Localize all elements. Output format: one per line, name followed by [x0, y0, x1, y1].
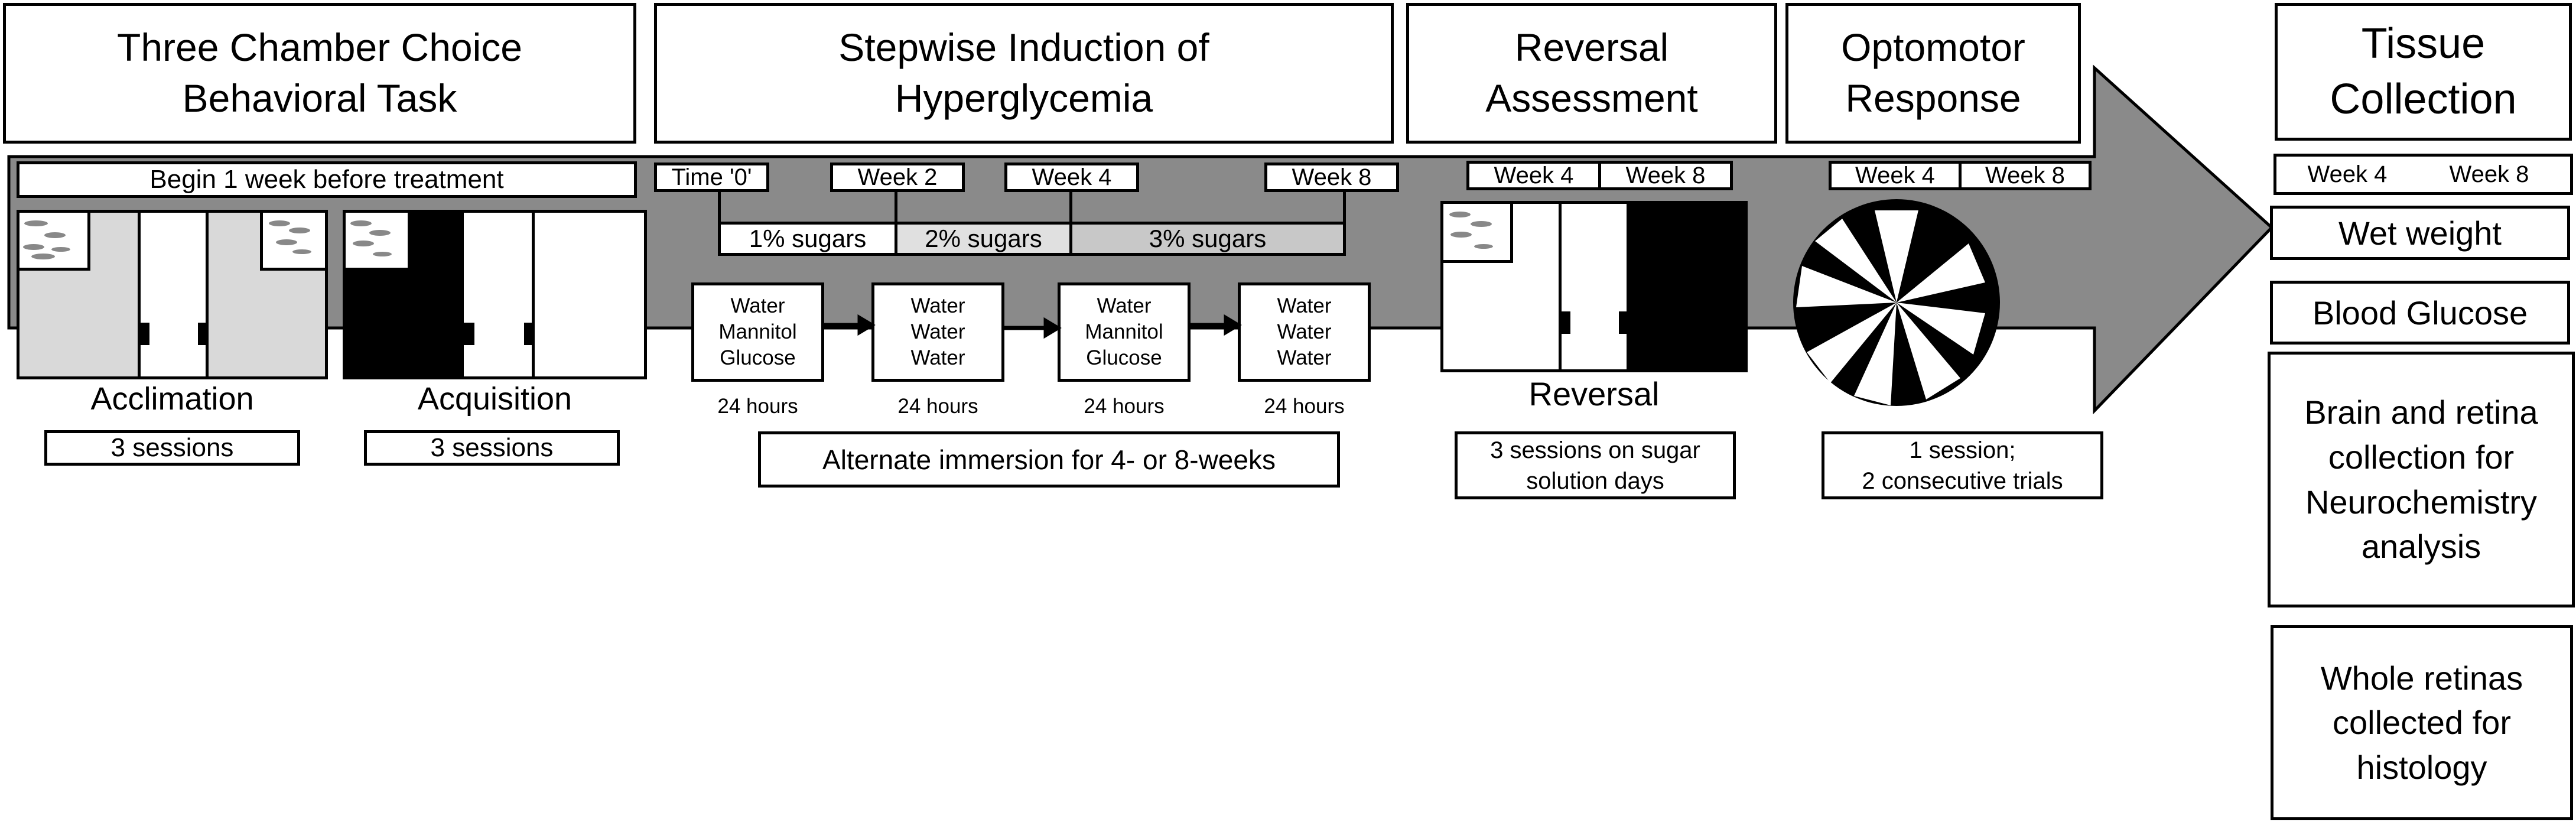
arrowhead-icon: [1043, 317, 1062, 339]
timepoint-week-4: Week 4: [1004, 163, 1139, 192]
chamber-center-compartment: [464, 213, 535, 376]
sugar-3-percent: 3% sugars: [1069, 222, 1346, 256]
header-optomotor: Optomotor Response: [1785, 3, 2081, 144]
acclimation-label: Acclimation: [90, 381, 254, 417]
chamber-door-left: [1560, 311, 1570, 334]
solution-box-1: Water Mannitol Glucose: [691, 282, 824, 382]
fish-group-left: [19, 213, 90, 271]
timepoint-time-0: Time '0': [654, 163, 769, 192]
wet-weight: Wet weight: [2270, 206, 2570, 260]
reversal-week-8: Week 8: [1598, 161, 1733, 190]
fish-icon: [269, 220, 311, 254]
acquisition-sessions: 3 sessions: [364, 430, 620, 466]
chamber-door-left: [139, 323, 149, 345]
alternate-immersion: Alternate immersion for 4- or 8-weeks: [758, 431, 1340, 488]
reversal-chamber: [1440, 201, 1748, 372]
acclimation-chamber: [17, 210, 328, 379]
duration-label-1: 24 hours: [717, 395, 798, 418]
sugar-2-percent: 2% sugars: [895, 222, 1072, 256]
sugar-1-percent: 1% sugars: [718, 222, 897, 256]
header-reversal-assessment: Reversal Assessment: [1406, 3, 1777, 144]
optomotor-week-8: Week 8: [1959, 161, 2092, 190]
acquisition-label: Acquisition: [417, 381, 573, 417]
chamber-center-compartment: [138, 213, 209, 376]
tick-line: [1343, 192, 1346, 223]
fish-group-left: [346, 213, 411, 271]
blood-glucose: Blood Glucose: [2270, 281, 2570, 345]
solution-box-2: Water Water Water: [871, 282, 1004, 382]
acclimation-sessions: 3 sessions: [44, 430, 300, 466]
begin-label: Begin 1 week before treatment: [17, 161, 637, 198]
tick-line: [895, 192, 897, 223]
chamber-door-right: [524, 323, 535, 345]
reversal-week-4: Week 4: [1466, 161, 1601, 190]
optomotor-week-4: Week 4: [1829, 161, 1962, 190]
chamber-door-left: [464, 323, 474, 345]
whole-retinas: Whole retinas collected for histology: [2271, 625, 2573, 820]
optomotor-stripes: [1796, 210, 1985, 405]
duration-label-4: 24 hours: [1264, 395, 1345, 418]
header-tissue-collection: Tissue Collection: [2275, 3, 2572, 141]
timepoint-week-8: Week 8: [1264, 163, 1399, 192]
chamber-door-right: [198, 323, 209, 345]
brain-retina-collection: Brain and retina collection for Neuroche…: [2268, 352, 2575, 607]
header-stepwise-induction: Stepwise Induction of Hyperglycemia: [654, 3, 1394, 144]
tissue-week-4: Week 4: [2307, 161, 2388, 187]
tissue-week-8: Week 8: [2449, 161, 2529, 187]
fish-group-right: [260, 213, 325, 271]
duration-label-2: 24 hours: [897, 395, 978, 418]
fish-icon: [23, 220, 70, 259]
reversal-sessions: 3 sessions on sugar solution days: [1455, 431, 1736, 499]
header-three-chamber: Three Chamber Choice Behavioral Task: [3, 3, 636, 144]
arrowhead-icon: [857, 314, 876, 336]
reversal-label: Reversal: [1528, 375, 1660, 412]
fish-icon: [350, 220, 392, 256]
tick-line: [718, 192, 721, 223]
arrowhead-icon: [1224, 314, 1242, 336]
fish-icon: [1449, 212, 1493, 249]
solution-box-3: Water Mannitol Glucose: [1058, 282, 1191, 382]
tissue-weeks: Week 4 Week 8: [2273, 154, 2573, 195]
chamber-door-right: [1619, 311, 1629, 334]
fish-group-left: [1443, 204, 1513, 263]
chamber-center-compartment: [1559, 204, 1629, 369]
acquisition-chamber: [343, 210, 647, 379]
solution-box-4: Water Water Water: [1238, 282, 1371, 382]
duration-label-3: 24 hours: [1084, 395, 1165, 418]
timepoint-week-2: Week 2: [830, 163, 965, 192]
optomotor-sessions: 1 session; 2 consecutive trials: [1822, 431, 2103, 499]
tick-line: [1069, 192, 1072, 223]
